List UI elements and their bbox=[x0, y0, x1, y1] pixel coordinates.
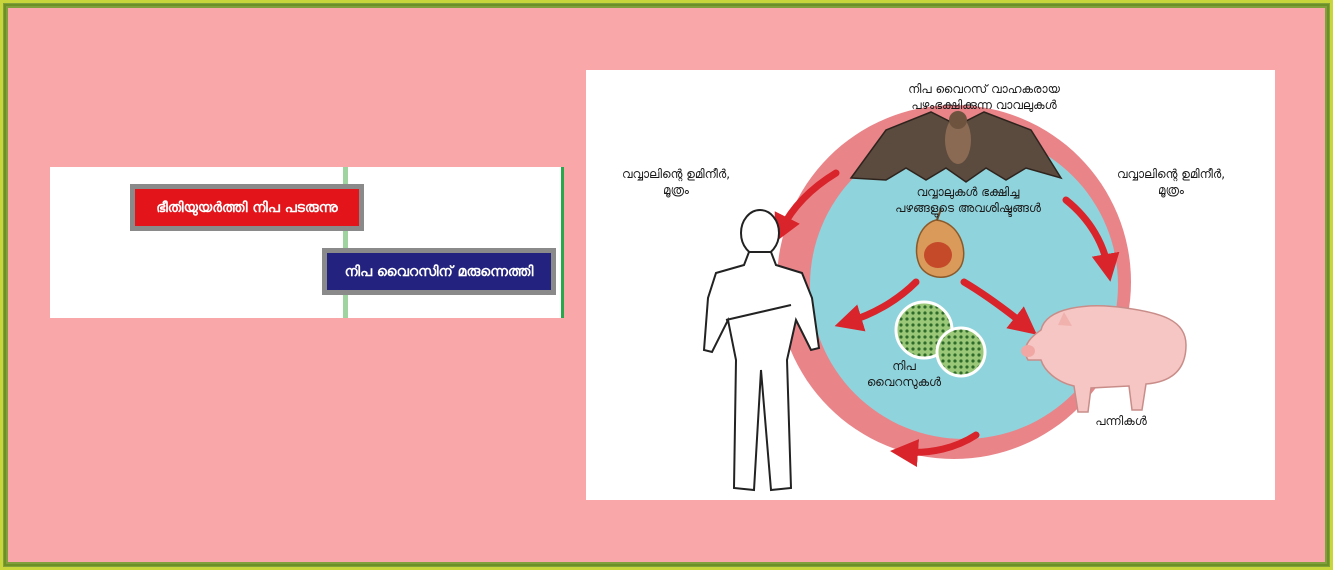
diagram-canvas: നിപ വൈറസ് വാഹകരായ പഴംഭക്ഷിക്കുന്ന വാവലുക… bbox=[622, 82, 1225, 492]
right-secretion-label-line2: മൂത്രം bbox=[1158, 183, 1185, 198]
transmission-arrows bbox=[774, 169, 1120, 467]
virus-particles bbox=[894, 300, 987, 378]
arrow-fruit-to-human bbox=[834, 278, 920, 332]
virus-label-line2: വൈറസുകൾ bbox=[867, 375, 942, 389]
slide-background: ഭീതിയുയർത്തി നിപ പടരുന്നു നിപ വൈറസിന് മര… bbox=[8, 8, 1325, 562]
fruit-illustration bbox=[915, 208, 965, 278]
headline-spreading: ഭീതിയുയർത്തി നിപ പടരുന്നു bbox=[130, 184, 364, 231]
human-illustration bbox=[702, 209, 821, 492]
news-headline-panel: ഭീതിയുയർത്തി നിപ പടരുന്നു നിപ വൈറസിന് മര… bbox=[50, 167, 564, 318]
arrow-bat-to-pig bbox=[1062, 196, 1120, 282]
fruit-remains-label-line1: വവ്വാലുകൾ ഭക്ഷിച്ച bbox=[917, 185, 1021, 200]
pig-illustration bbox=[1021, 305, 1187, 413]
arrow-pig-to-human bbox=[890, 431, 980, 467]
arrow-bat-to-human bbox=[774, 169, 840, 243]
left-secretion-label-line1: വവ്വാലിന്റെ ഉമിനീർ, bbox=[622, 167, 730, 182]
right-secretion-label-line1: വവ്വാലിന്റെ ഉമിനീർ, bbox=[1117, 167, 1225, 182]
headline-medicine: നിപ വൈറസിന് മരുന്നെത്തി bbox=[322, 248, 556, 295]
nipah-transmission-diagram: നിപ വൈറസ് വാഹകരായ പഴംഭക്ഷിക്കുന്ന വാവലുക… bbox=[586, 70, 1275, 500]
fruit-remains-label-line2: പഴങ്ങളുടെ അവശിഷ്ടങ്ങൾ bbox=[895, 201, 1042, 218]
headline-spreading-text: ഭീതിയുയർത്തി നിപ പടരുന്നു bbox=[156, 199, 338, 216]
panel-divider bbox=[343, 167, 348, 318]
bat-label-line2: പഴംഭക്ഷിക്കുന്ന വാവലുകൾ bbox=[911, 98, 1057, 113]
bat-label-line1: നിപ വൈറസ് വാഹകരായ bbox=[908, 82, 1060, 96]
headline-medicine-text: നിപ വൈറസിന് മരുന്നെത്തി bbox=[344, 263, 534, 280]
bat-illustration bbox=[849, 110, 1063, 183]
virus-label-line1: നിപ bbox=[892, 359, 916, 373]
pig-label: പന്നികൾ bbox=[1095, 414, 1147, 428]
left-secretion-label-line2: മൂത്രം bbox=[663, 183, 690, 198]
arrow-fruit-to-pig bbox=[960, 278, 1037, 335]
